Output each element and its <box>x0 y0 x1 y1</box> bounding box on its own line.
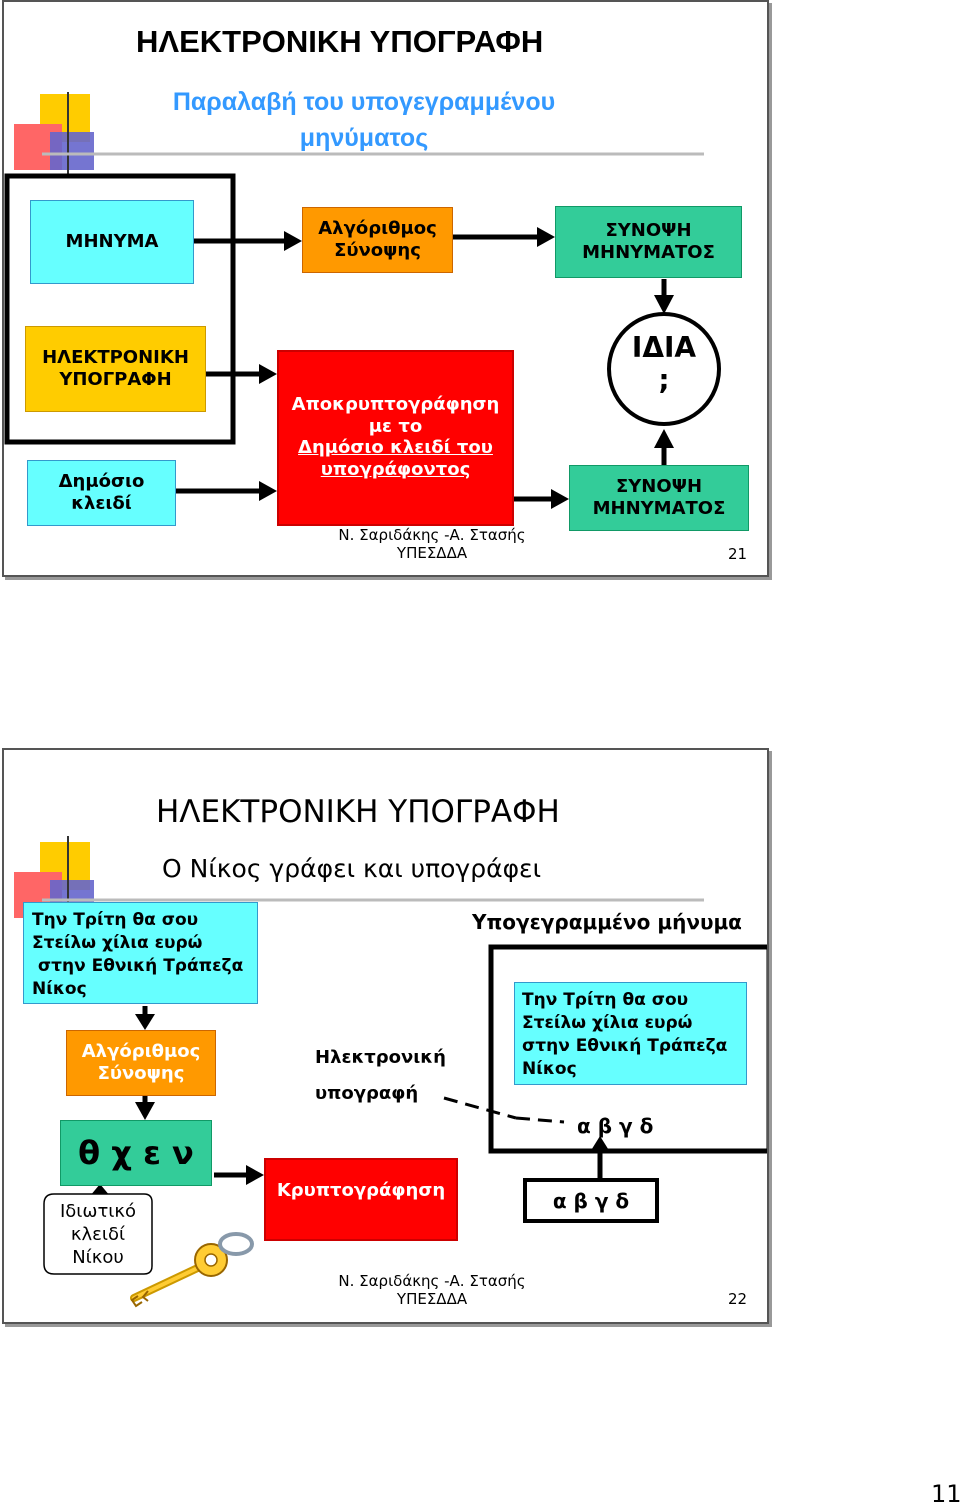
slide-number: 22 <box>728 1290 748 1308</box>
slide-21-graphics <box>4 92 721 509</box>
subtitle-line-2: μηνύματος <box>299 124 429 152</box>
compare-line-2: ; <box>658 363 670 396</box>
arrow-digest-down <box>654 279 674 314</box>
private-key-line-2: κλειδί <box>70 1224 126 1245</box>
hash-algo-line-2: Σύνοψης <box>334 240 421 261</box>
esig-line-1: Ηλεκτρονική <box>315 1047 446 1068</box>
private-key-line-1: Ιδιωτικό <box>59 1201 137 1222</box>
digest-value: θ χ ε ν <box>78 1133 194 1172</box>
dashed-signature-pointer <box>443 1096 565 1124</box>
signature-box: ΗΛΕΚΤΡΟΝΙΚΗ ΥΠΟΓΡΑΦΗ <box>25 326 206 412</box>
arrow-decrypt-to-digest <box>514 489 569 509</box>
slide-footer: Ν. Σαριδάκης -Α. Στασής ΥΠΕΣΔΔΑ <box>322 526 542 562</box>
key-icon <box>130 1232 254 1308</box>
signed-line-1: Την Τρίτη θα σου <box>522 990 689 1010</box>
public-key-label: Δημόσιο κλειδί <box>58 471 145 514</box>
footer-org: ΥΠΕΣΔΔΑ <box>396 1290 468 1308</box>
arrow-message-to-hash <box>194 231 302 251</box>
slide-title: ΗΛΕΚΤΡΟΝΙΚΗ ΥΠΟΓΡΑΦΗ <box>136 24 544 59</box>
signed-line-4: Νίκος <box>522 1059 577 1079</box>
signature-box: α β γ δ <box>523 1178 659 1223</box>
arrow-hash-to-digest <box>453 227 555 247</box>
subtitle-line-1: Παραλαβή του υπογεγραμμένου <box>172 88 556 116</box>
slide-22: ΗΛΕΚΤΡΟΝΙΚΗ ΥΠΟΓΡΑΦΗ Ο Νίκος γράφει και … <box>2 748 769 1324</box>
signature-in-message: α β γ δ <box>577 1114 654 1138</box>
frame-signed-message <box>488 944 767 1154</box>
page-number: 11 <box>931 1480 960 1508</box>
encryption-box: Κρυπτογράφηση <box>264 1158 458 1241</box>
decrypt-box: Αποκρυπτογράφηση με το Δημόσιο κλειδί το… <box>277 350 514 526</box>
hash-algo-line-1: Αλγόριθμος <box>81 1041 201 1063</box>
digest-top-box: ΣΥΝΟΨΗ ΜΗΝΥΜΑΤΟΣ <box>555 206 742 278</box>
private-key-label: Ιδιωτικό κλειδί Νίκου <box>44 1200 152 1269</box>
hash-algo-line-1: Αλγόριθμος <box>318 218 437 240</box>
private-key-line-3: Νίκου <box>72 1247 124 1268</box>
arrow-signature-to-decrypt <box>206 364 277 384</box>
digest-bottom-line-1: ΣΥΝΟΨΗ <box>615 476 703 498</box>
message-box: ΜΗΝΥΜΑ <box>30 200 194 284</box>
signed-message-label: Υπογεγραμμένο μήνυμα <box>472 910 742 934</box>
hash-algo-line-2: Σύνοψης <box>97 1063 185 1084</box>
compare-label: ΙΔΙΑ ; <box>609 332 719 396</box>
esig-line-2: υπογραφή <box>315 1083 419 1104</box>
hash-algorithm-box: Αλγόριθμος Σύνοψης <box>66 1030 216 1096</box>
decrypt-line-1: Αποκρυπτογράφηση <box>291 394 500 415</box>
hash-algorithm-box: Αλγόριθμος Σύνοψης <box>302 207 453 273</box>
compare-line-1: ΙΔΙΑ <box>631 331 697 364</box>
public-key-box: Δημόσιο κλειδί <box>27 460 176 526</box>
arrow-message-to-hash <box>135 1006 155 1030</box>
digest-top-line-1: ΣΥΝΟΨΗ <box>605 220 692 242</box>
decrypt-line-3: Δημόσιο κλειδί του <box>298 437 493 459</box>
digest-top-line-2: ΜΗΝΥΜΑΤΟΣ <box>582 242 715 263</box>
slide-footer: Ν. Σαριδάκης -Α. Στασής ΥΠΕΣΔΔΑ <box>322 1272 542 1308</box>
signed-line-3: στην Εθνική Τράπεζα <box>522 1036 728 1056</box>
signature-line-1: ΗΛΕΚΤΡΟΝΙΚΗ <box>42 347 189 369</box>
frame-received <box>4 173 236 445</box>
footer-authors: Ν. Σαριδάκης -Α. Στασής <box>338 526 526 544</box>
arrow-digest-to-encrypt <box>214 1165 264 1185</box>
decrypt-line-4: υπογράφοντος <box>320 458 471 480</box>
message-line-4: Νίκος <box>32 979 87 999</box>
signature-line-2: ΥΠΟΓΡΑΦΗ <box>59 369 172 390</box>
signature-value: α β γ δ <box>552 1188 630 1213</box>
digest-bottom-box: ΣΥΝΟΨΗ ΜΗΝΥΜΑΤΟΣ <box>569 465 749 531</box>
deco-blue-square <box>50 132 94 170</box>
slide-subtitle: Ο Νίκος γράφει και υπογράφει <box>162 854 542 883</box>
private-key-callout <box>43 1193 153 1275</box>
digest-bottom-line-2: ΜΗΝΥΜΑΤΟΣ <box>592 498 726 519</box>
slide-number: 21 <box>728 545 748 563</box>
slide-21: ΗΛΕΚΤΡΟΝΙΚΗ ΥΠΟΓΡΑΦΗ Παραλαβή του υπογεγ… <box>2 0 769 577</box>
slide-title: ΗΛΕΚΤΡΟΝΙΚΗ ΥΠΟΓΡΑΦΗ <box>156 794 560 830</box>
message-line-2: Στείλω χίλια ευρώ <box>32 933 203 953</box>
arrow-hash-to-digest <box>135 1096 155 1120</box>
arrow-key-to-decrypt <box>176 481 277 501</box>
signed-message-box: Την Τρίτη θα σου Στείλω χίλια ευρώ στην … <box>514 982 747 1085</box>
message-box: Την Τρίτη θα σου Στείλω χίλια ευρώ στην … <box>23 902 258 1004</box>
arrow-digest-up <box>654 429 674 465</box>
slide-22-graphics <box>14 836 767 1308</box>
message-line-3: στην Εθνική Τράπεζα <box>32 956 244 976</box>
arrow-sig-up <box>590 1136 610 1180</box>
message-label: ΜΗΝΥΜΑ <box>65 231 159 253</box>
decrypt-line-2: με το <box>368 415 423 437</box>
message-line-1: Την Τρίτη θα σου <box>32 910 199 930</box>
slide-subtitle: Παραλαβή του υπογεγραμμένου μηνύματος <box>84 84 644 156</box>
esig-label: Ηλεκτρονική υπογραφή <box>315 1040 446 1112</box>
footer-org: ΥΠΕΣΔΔΑ <box>396 544 468 562</box>
compare-circle <box>607 312 721 426</box>
digest-box: θ χ ε ν <box>60 1120 212 1186</box>
signed-line-2: Στείλω χίλια ευρώ <box>522 1013 693 1033</box>
encryption-label: Κρυπτογράφηση <box>276 1180 446 1201</box>
footer-authors: Ν. Σαριδάκης -Α. Στασής <box>338 1272 526 1290</box>
